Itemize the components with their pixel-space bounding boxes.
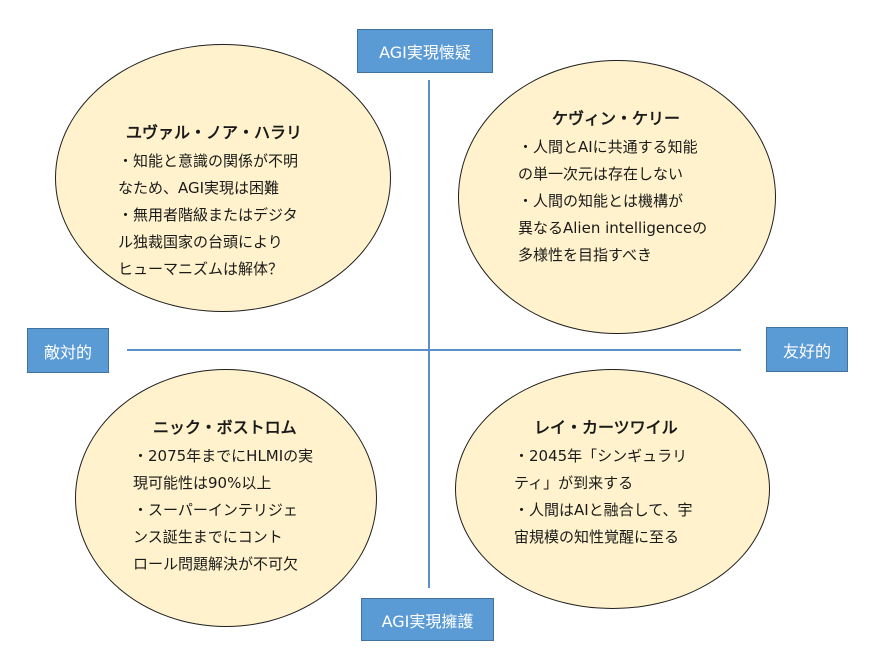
quadrant-line: 多様性を目指すべき bbox=[518, 246, 652, 264]
horizontal-axis bbox=[127, 349, 741, 351]
quadrant-line: ・無用者階級またはデジタ bbox=[118, 206, 298, 224]
quadrant-bottom-left-content: ニック・ボストロム ・2075年までにHLMIの実 現可能性は90%以上 ・スー… bbox=[133, 414, 313, 578]
quadrant-line: ・人間はAIと融合して、宇 bbox=[514, 501, 693, 519]
quadrant-line: ロール問題解決が不可欠 bbox=[133, 555, 299, 573]
quadrant-line: ・スーパーインテリジェ bbox=[133, 501, 298, 519]
vertical-axis bbox=[428, 80, 430, 588]
quadrant-bottom-right-content: レイ・カーツワイル ・2045年「シンギュラリ ティ」が到来する ・人間はAIと… bbox=[514, 414, 693, 551]
axis-label-right: 友好的 bbox=[766, 327, 848, 372]
quadrant-line: 宙規模の知性覚醒に至る bbox=[514, 528, 680, 546]
ellipse-bottom-left bbox=[75, 369, 377, 627]
quadrant-line: ティ」が到来する bbox=[514, 474, 634, 492]
quadrant-line: ・知能と意識の関係が不明 bbox=[118, 152, 299, 170]
person-name-kurzweil: レイ・カーツワイル bbox=[534, 418, 678, 437]
person-name-bostrom: ニック・ボストロム bbox=[153, 418, 297, 437]
quadrant-line: ・2045年「シンギュラリ bbox=[514, 447, 688, 465]
quadrant-line: ・2075年までにHLMIの実 bbox=[133, 447, 314, 465]
quadrant-line: ・人間とAIに共通する知能 bbox=[518, 138, 698, 156]
quadrant-line: 異なるAlien intelligenceの bbox=[518, 219, 708, 237]
person-name-kelly: ケヴィン・ケリー bbox=[552, 109, 681, 128]
ellipse-bottom-right bbox=[455, 369, 770, 609]
quadrant-top-left-content: ユヴァル・ノア・ハラリ ・知能と意識の関係が不明 なため、AGI実現は困難 ・無… bbox=[118, 119, 302, 283]
quadrant-line: の単一次元は存在しない bbox=[518, 165, 684, 183]
quadrant-line: ヒューマニズムは解体？ bbox=[118, 260, 284, 278]
ellipse-top-right bbox=[458, 60, 776, 334]
axis-label-bottom: AGI実現擁護 bbox=[361, 598, 494, 641]
quadrant-line: なため、AGI実現は困難 bbox=[118, 179, 280, 197]
quadrant-line: ル独裁国家の台頭により bbox=[118, 233, 283, 251]
quadrant-top-right-content: ケヴィン・ケリー ・人間とAIに共通する知能 の単一次元は存在しない ・人間の知… bbox=[518, 105, 707, 269]
axis-label-top: AGI実現懐疑 bbox=[357, 29, 493, 73]
ellipse-top-left bbox=[55, 44, 391, 312]
person-name-harari: ユヴァル・ノア・ハラリ bbox=[126, 123, 303, 142]
quadrant-line: ンス誕生までにコント bbox=[133, 528, 283, 546]
quadrant-line: 現可能性は90%以上 bbox=[133, 474, 272, 492]
quadrant-line: ・人間の知能とは機構が bbox=[518, 192, 684, 210]
axis-label-left: 敵対的 bbox=[27, 328, 109, 373]
